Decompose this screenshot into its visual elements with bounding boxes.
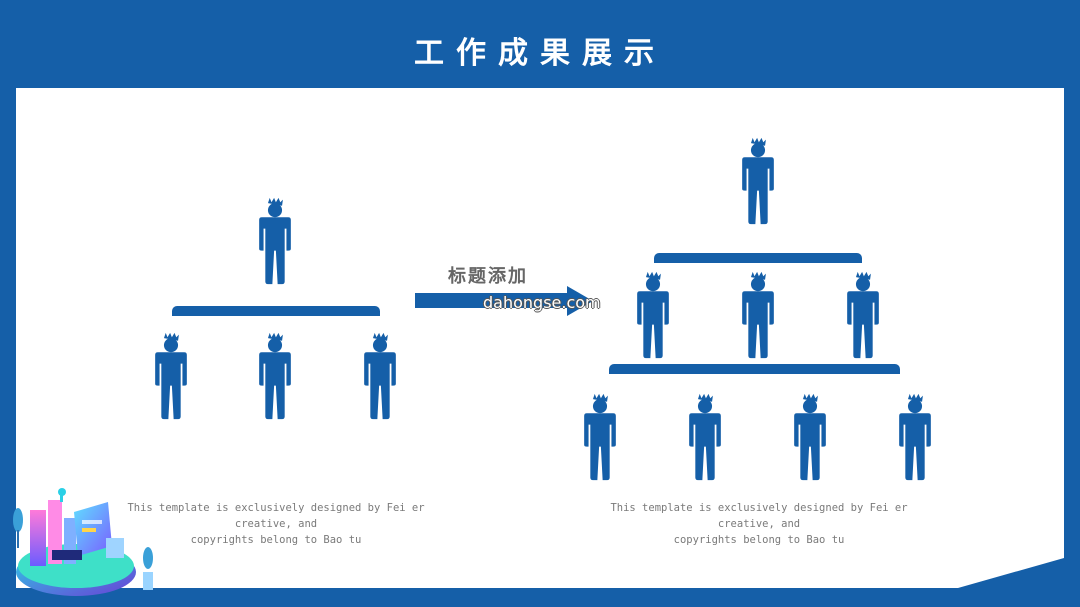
person-icon bbox=[736, 132, 780, 230]
person-icon bbox=[358, 327, 402, 425]
person-icon bbox=[841, 266, 885, 364]
left-caption-line2: copyrights belong to Bao tu bbox=[190, 534, 362, 546]
person-icon bbox=[683, 388, 727, 486]
person-icon bbox=[736, 266, 780, 364]
arrow-label: 标题添加 bbox=[448, 266, 528, 287]
person-icon bbox=[788, 388, 832, 486]
person-icon bbox=[893, 388, 937, 486]
page-title: 工作成果展示 bbox=[414, 36, 666, 71]
person-icon bbox=[253, 192, 297, 290]
right-arrow-icon bbox=[415, 286, 593, 316]
hierarchy-bar bbox=[172, 306, 380, 316]
right-caption-line1: This template is exclusively designed by… bbox=[610, 502, 908, 530]
left-caption-line1: This template is exclusively designed by… bbox=[127, 502, 425, 530]
watermark: dahongse.com bbox=[483, 293, 601, 312]
person-icon bbox=[578, 388, 622, 486]
person-icon bbox=[631, 266, 675, 364]
hierarchy-bar bbox=[654, 253, 862, 263]
person-icon bbox=[253, 327, 297, 425]
right-caption: This template is exclusively designed by… bbox=[583, 500, 935, 548]
right-caption-line2: copyrights belong to Bao tu bbox=[673, 534, 845, 546]
isometric-city-illustration bbox=[13, 488, 153, 596]
person-icon bbox=[149, 327, 193, 425]
left-caption: This template is exclusively designed by… bbox=[100, 500, 452, 548]
hierarchy-bar bbox=[609, 364, 900, 374]
